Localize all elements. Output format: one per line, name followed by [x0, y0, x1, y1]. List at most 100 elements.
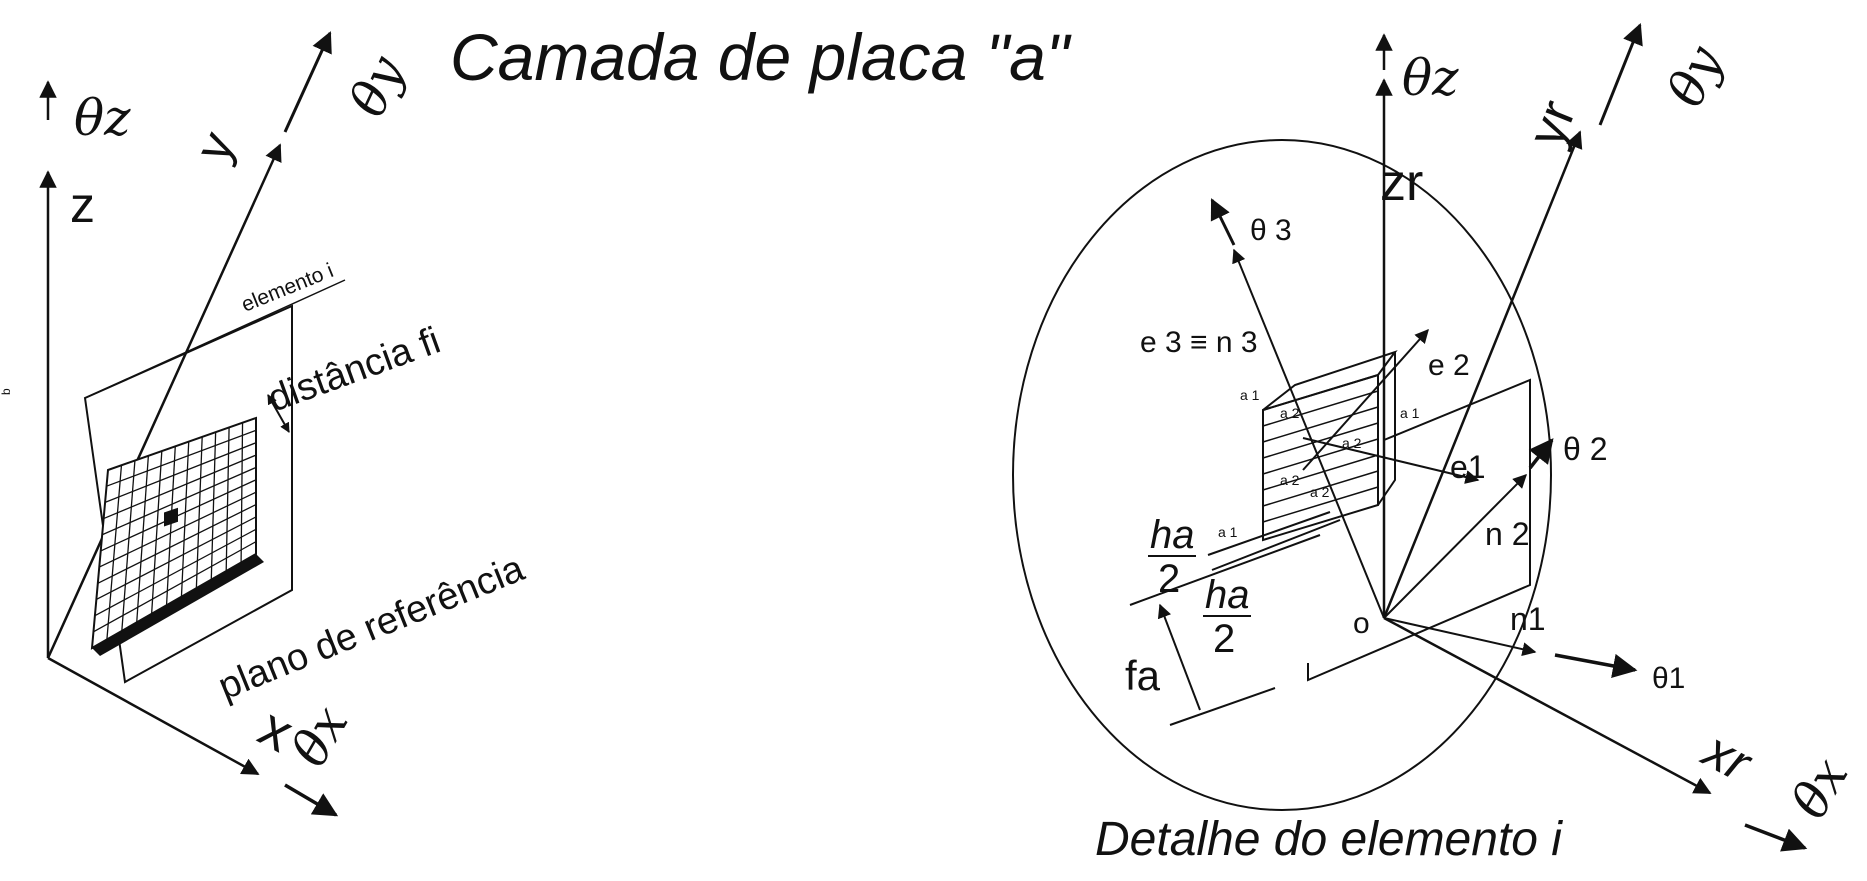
label-two-bottom: 2 [1213, 617, 1235, 661]
label-e1: e1 [1450, 449, 1486, 485]
label-a1-1: a 1 [1240, 387, 1260, 403]
theta-y-right-arrow [1598, 23, 1643, 126]
label-ha-top: ha [1150, 513, 1195, 557]
label-e3-n3: e 3 ≡ n 3 [1140, 326, 1258, 359]
right-axes [1210, 23, 1808, 852]
detail-circle [1012, 139, 1552, 811]
n1-axis [1383, 617, 1537, 657]
label-theta2: θ 2 [1563, 431, 1607, 467]
label-fa: fa [1125, 652, 1161, 699]
grid-line [180, 441, 190, 597]
label-two-top: 2 [1158, 557, 1180, 601]
grid-line [97, 503, 257, 584]
theta1-arrow [1554, 653, 1638, 678]
label-z-left: z [70, 177, 95, 233]
label-plano-referencia: plano de referência [213, 547, 531, 708]
label-xr: xr [1692, 720, 1762, 794]
grid-line [100, 479, 257, 552]
label-theta1: θ1 [1652, 662, 1685, 695]
n2-axis [1383, 474, 1527, 619]
ha-lower [1211, 519, 1341, 571]
n3-axis [1232, 248, 1385, 619]
label-origin: o [1353, 607, 1370, 640]
figure-title: Camada de placa "a" [450, 20, 1072, 94]
stack-line [1262, 438, 1379, 475]
fa-base [1169, 687, 1276, 726]
yr-axis [1382, 130, 1583, 619]
plate-grid [90, 416, 264, 656]
grid-line [136, 455, 150, 623]
y-axis [46, 143, 282, 659]
label-n1: n1 [1510, 601, 1546, 637]
left-axes [39, 31, 339, 817]
layer-stack-top [1262, 350, 1398, 411]
label-n2: n 2 [1485, 516, 1529, 552]
stack-line [1262, 486, 1379, 523]
grid-line [165, 446, 176, 606]
label-a2-3: a 2 [1280, 472, 1300, 488]
grid-line [106, 429, 257, 487]
theta-y-arrow [283, 31, 332, 133]
layer-stack [1129, 350, 1398, 726]
detail-plane [1307, 378, 1531, 682]
label-theta3: θ 3 [1250, 214, 1292, 247]
label-distancia-fi: distância fi [263, 320, 446, 421]
plate-grid-lines [93, 422, 257, 640]
theta3-arrow [1210, 198, 1236, 246]
label-a2-1: a 2 [1280, 405, 1300, 421]
stack-line [1262, 454, 1379, 491]
grid-line [150, 451, 163, 614]
grid-line [96, 516, 257, 601]
label-zr: zr [1380, 154, 1423, 212]
theta-x-arrow [284, 783, 339, 817]
grid-line [103, 454, 257, 520]
x-axis [47, 656, 260, 776]
label-theta-z-left: θz [74, 89, 131, 147]
label-theta-z-right: θz [1402, 49, 1459, 107]
grid-line [240, 422, 244, 563]
xr-axis [1383, 616, 1712, 795]
label-y-left: y [184, 123, 245, 169]
stack-line [1262, 390, 1379, 427]
grid-line [225, 427, 230, 572]
label-a2-4: a 2 [1310, 484, 1330, 500]
label-theta-y-right: θy [1656, 37, 1734, 115]
label-a1-2: a 1 [1400, 405, 1420, 421]
element-i-cell [164, 507, 178, 527]
layer-stack-hatch [1262, 390, 1379, 523]
plate-edge [92, 554, 264, 656]
elemento-leader [84, 279, 346, 399]
layer-stack-side [1377, 352, 1396, 506]
grid-line [195, 436, 203, 589]
distance-fi-line [267, 394, 290, 433]
detail-caption: Detalhe do elemento i [1095, 813, 1563, 866]
label-theta-x-right: θx [1780, 748, 1859, 828]
theta2-arrow [1528, 438, 1554, 470]
e2-axis [1302, 328, 1429, 471]
stack-line [1262, 470, 1379, 507]
grid-line [93, 541, 257, 633]
grid-line [94, 528, 257, 617]
grid-line [121, 460, 136, 631]
e1-axis [1302, 437, 1480, 484]
label-yr: yr [1517, 93, 1587, 155]
stack-line [1262, 422, 1379, 459]
label-a2-2: a 2 [1342, 435, 1362, 451]
theta-x-right-arrow [1744, 823, 1808, 852]
fa-dim-line [1157, 603, 1201, 711]
label-e2: e 2 [1428, 349, 1470, 382]
margin-mark: b [0, 388, 13, 395]
grid-line [101, 466, 257, 536]
label-ha-bottom: ha [1205, 573, 1250, 617]
stack-line [1262, 406, 1379, 443]
grid-line [106, 465, 123, 640]
label-theta-y-left: θy [338, 47, 416, 125]
label-a1-3: a 1 [1218, 524, 1238, 540]
fa-baseline [1129, 534, 1321, 606]
grid-line [210, 432, 217, 580]
grid-line [104, 442, 257, 503]
grid-line [98, 491, 257, 568]
ha-upper [1207, 511, 1331, 556]
